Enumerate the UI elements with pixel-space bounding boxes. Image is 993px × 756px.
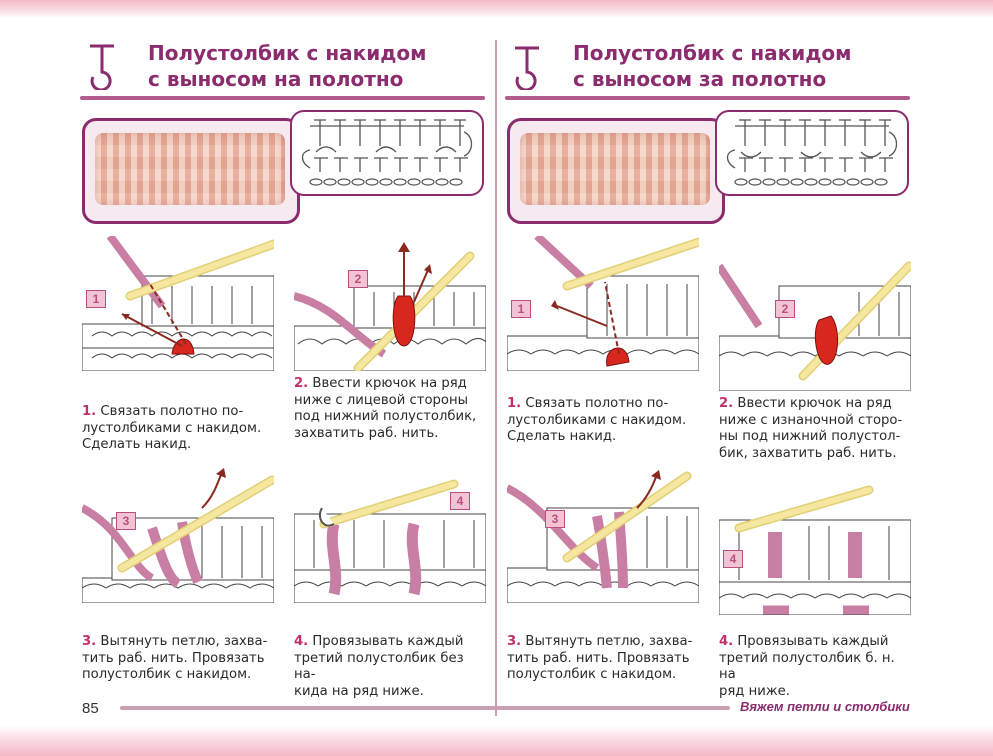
step-number-badge: 1 <box>86 290 106 308</box>
step-index: 3. <box>507 634 522 649</box>
step-line: ряд ниже. <box>719 683 790 699</box>
step-line: Сделать накид. <box>507 429 617 444</box>
step-line: лустолбиками с накидом. <box>507 412 687 428</box>
step-line: тить раб. нить. Провязать <box>507 650 690 666</box>
step-number-badge: 1 <box>511 300 531 318</box>
step-line: ны под нижний полустол- <box>719 429 901 444</box>
step-description: 2. Ввести крючок на ряд ниже с изнаночно… <box>719 396 902 462</box>
step-line: Провязывать каждый <box>737 634 889 649</box>
step-line: под нижний полустолбик, <box>294 409 477 424</box>
step-illustration <box>82 468 274 603</box>
step-description: 4. Провязывать каждый третий полустолбик… <box>294 634 486 700</box>
left-title-line1: Полустолбик с накидом <box>148 41 427 65</box>
left-title: Полустолбик с накидом с выносом на полот… <box>148 40 426 92</box>
step-number-badge: 4 <box>450 492 470 510</box>
right-title-line2: с выносом за полотно <box>573 67 827 91</box>
step-line: Связать полотно по- <box>525 396 669 411</box>
column-divider <box>495 40 497 716</box>
step-number-badge: 4 <box>723 550 743 568</box>
right-swatch-photo <box>507 118 725 224</box>
step-number-badge: 2 <box>348 270 368 288</box>
step-line: тить раб. нить. Провязать <box>82 650 265 666</box>
right-title-line1: Полустолбик с накидом <box>573 41 852 65</box>
step-line: бик, захватить раб. нить. <box>719 445 897 461</box>
footer-rule <box>120 706 730 710</box>
top-pink-band <box>0 0 993 18</box>
left-title-line2: с выносом на полотно <box>148 67 404 91</box>
step-number-badge: 2 <box>775 300 795 318</box>
left-swatch-photo <box>82 118 300 224</box>
step-description: 2. Ввести крючок на ряд ниже с лицевой с… <box>294 376 476 442</box>
step-description: 3. Вытянуть петлю, захва- тить раб. нить… <box>82 634 267 684</box>
step-description: 1. Связать полотно по- лустолбиками с на… <box>82 404 261 454</box>
step-description: 3. Вытянуть петлю, захва- тить раб. нить… <box>507 634 692 684</box>
knit-sample-image <box>95 133 285 205</box>
right-title-rule <box>505 96 910 100</box>
step-line: третий полустолбик б. н. на <box>719 650 895 683</box>
knit-sample-image <box>520 133 710 205</box>
step-index: 1. <box>82 404 97 419</box>
step-illustration <box>507 236 699 371</box>
step-line: Сделать накид. <box>82 437 192 452</box>
step-line: Ввести крючок на ряд <box>737 396 892 411</box>
step-index: 4. <box>294 634 309 649</box>
left-stitch-scheme <box>290 110 484 196</box>
footer-section-title: Вяжем петли и столбики <box>740 699 910 714</box>
step-index: 3. <box>82 634 97 649</box>
step-line: лустолбиками с накидом. <box>82 420 262 436</box>
step-line: кида на ряд ниже. <box>294 683 424 699</box>
step-illustration <box>294 242 486 371</box>
page-number: 85 <box>82 700 99 717</box>
step-illustration <box>507 470 699 603</box>
step-line: Вытянуть петлю, захва- <box>100 634 268 649</box>
step-line: захватить раб. нить. <box>294 425 439 441</box>
step-line: полустолбик с накидом. <box>507 667 677 682</box>
step-description: 1. Связать полотно по- лустолбиками с на… <box>507 396 686 446</box>
step-number-badge: 3 <box>545 510 565 528</box>
step-number-badge: 3 <box>116 512 136 530</box>
step-index: 4. <box>719 634 734 649</box>
step-illustration <box>294 479 486 603</box>
step-description: 4. Провязывать каждый третий полустолбик… <box>719 634 911 700</box>
step-index: 2. <box>294 376 309 391</box>
hook-symbol-icon <box>515 46 539 90</box>
step-line: третий полустолбик без на- <box>294 650 464 683</box>
right-stitch-scheme <box>715 110 909 196</box>
step-index: 2. <box>719 396 734 411</box>
step-illustration <box>82 236 274 371</box>
bottom-pink-band <box>0 726 993 756</box>
step-line: Ввести крючок на ряд <box>312 376 467 391</box>
left-title-rule <box>80 96 485 100</box>
step-line: Провязывать каждый <box>312 634 464 649</box>
step-illustration <box>719 485 911 615</box>
step-line: ниже с изнаночной сторо- <box>719 412 903 428</box>
step-index: 1. <box>507 396 522 411</box>
step-illustration <box>719 261 911 391</box>
right-title: Полустолбик с накидом с выносом за полот… <box>573 40 851 92</box>
step-line: Связать полотно по- <box>100 404 244 419</box>
step-line: полустолбик с накидом. <box>82 667 252 682</box>
step-line: ниже с лицевой стороны <box>294 392 468 408</box>
hook-symbol-icon <box>90 44 114 90</box>
step-line: Вытянуть петлю, захва- <box>525 634 693 649</box>
